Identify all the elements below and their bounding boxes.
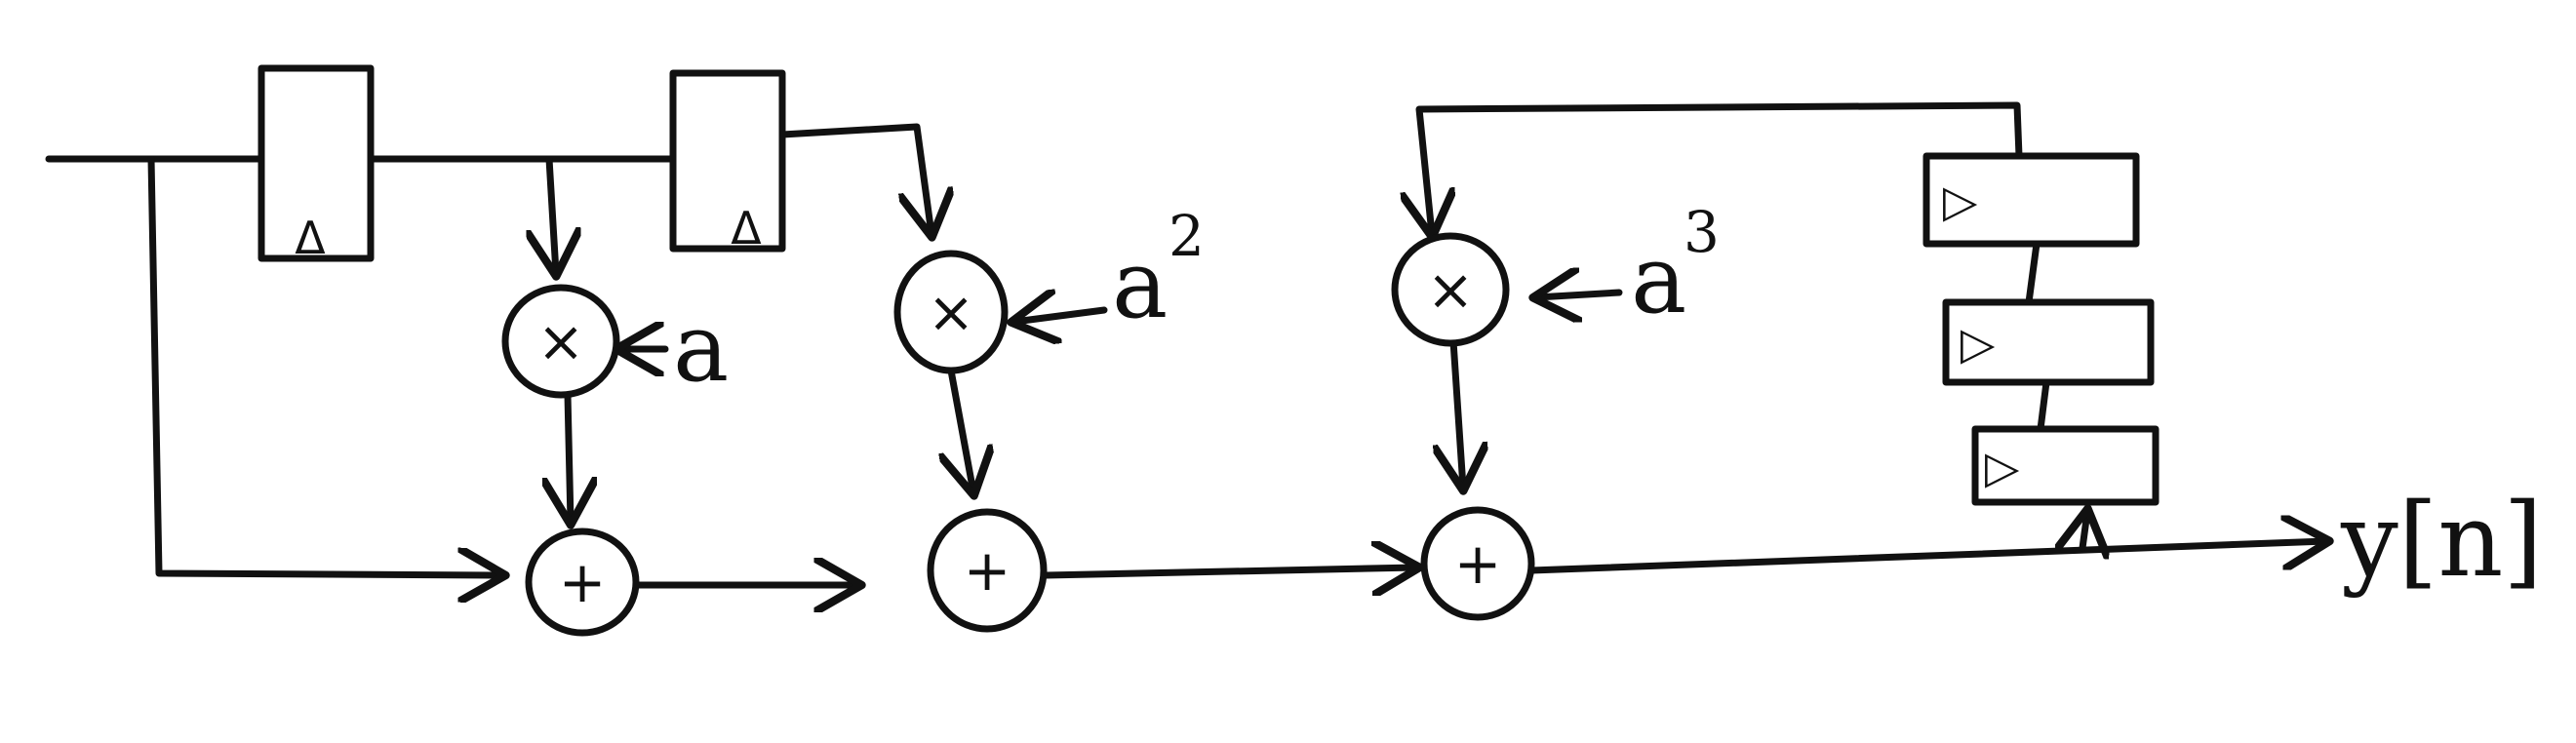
mult3-to-add3-wire [1453,337,1463,488]
coefficient-3-exponent: 3 [1684,199,1720,265]
adder-3-symbol: + [1454,530,1502,597]
delay-register-3 [1922,152,2140,248]
tap2-wire [778,123,931,234]
feedback-loop-wire [1419,101,2023,234]
tap1-wire [549,155,556,273]
add2-to-add3-wire [1042,567,1416,575]
coef3-arrow [1536,293,1623,297]
adder-3 [1420,506,1535,621]
coef2-arrow [1014,310,1108,322]
delay-register-1 [258,64,375,262]
coefficient-3-label: a [1631,225,1686,334]
multiplier-3 [1391,232,1510,347]
delay-register-4 [1942,298,2155,386]
multiplier-1 [501,284,620,399]
adder-1-symbol: + [559,549,607,615]
clock-mark-1: Δ [295,212,326,264]
clock-mark-3: ▷ [1943,175,1978,227]
reg-chain-link-1 [2025,240,2041,306]
coefficient-1-label: a [673,293,729,403]
adder-2-symbol: + [964,537,1011,604]
clock-mark-2: Δ [731,202,762,254]
output-label: y[n] [2340,481,2543,600]
multiplier-2-symbol: × [928,279,975,345]
coefficient-2-label: a [1112,230,1168,339]
delay-register-5 [1971,425,2160,506]
output-wire [1527,541,2326,574]
adder-1 [525,528,640,637]
clock-mark-5: ▷ [1985,441,2020,493]
delay-register-2 [669,69,786,253]
coefficient-2-exponent: 2 [1169,203,1205,269]
mult1-to-add1-wire [568,391,571,522]
mult2-to-add2-wire [951,367,973,492]
reg-chain-link-2 [2037,378,2050,433]
adder-2 [927,508,1048,633]
multiplier-2 [893,250,1009,374]
multiplier-3-symbol: × [1427,256,1475,323]
clock-mark-4: ▷ [1961,317,1996,370]
multiplier-1-symbol: × [537,308,585,374]
tap3-wire [2082,512,2087,548]
feedforward-wire [147,155,502,575]
